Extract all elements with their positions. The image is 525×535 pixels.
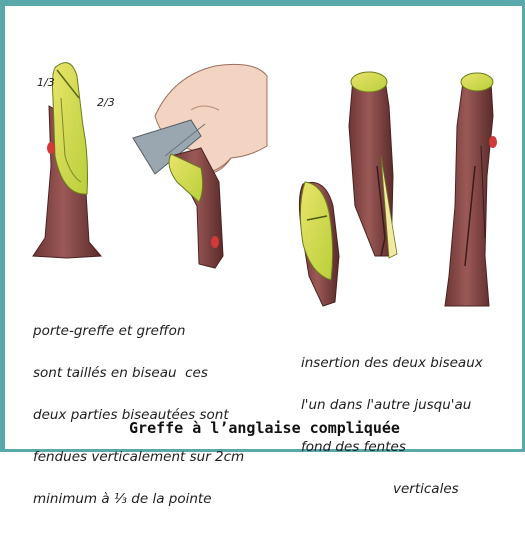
rootstock-left bbox=[33, 63, 101, 258]
right-description-line: verticales bbox=[301, 482, 483, 496]
left-description-line: minimum à ⅓ de la pointe bbox=[33, 492, 244, 506]
fraction-two-thirds-label: 2/3 bbox=[97, 96, 115, 109]
assembled-graft bbox=[445, 73, 497, 306]
bud-icon bbox=[47, 142, 55, 154]
fraction-one-third-label: 1/3 bbox=[37, 76, 55, 89]
left-description-line: porte-greffe et greffon bbox=[33, 324, 244, 338]
right-description-line: insertion des deux biseaux bbox=[301, 356, 483, 370]
left-description-line: fendues verticalement sur 2cm bbox=[33, 450, 244, 464]
left-description: porte-greffe et greffon sont taillés en … bbox=[33, 296, 244, 534]
hand-cutting-scion bbox=[133, 64, 267, 268]
figure-caption: Greffe à l’anglaise compliquée bbox=[5, 419, 524, 437]
figure-frame: 1/3 2/3 porte-greffe et greffon sont tai… bbox=[0, 0, 525, 452]
right-description-line: l'un dans l'autre jusqu'au bbox=[301, 398, 483, 412]
left-description-line: sont taillés en biseau ces bbox=[33, 366, 244, 380]
rootstock-split bbox=[349, 72, 397, 258]
bud-icon bbox=[211, 236, 219, 248]
bud-icon bbox=[489, 136, 497, 148]
scion-split bbox=[299, 182, 339, 306]
